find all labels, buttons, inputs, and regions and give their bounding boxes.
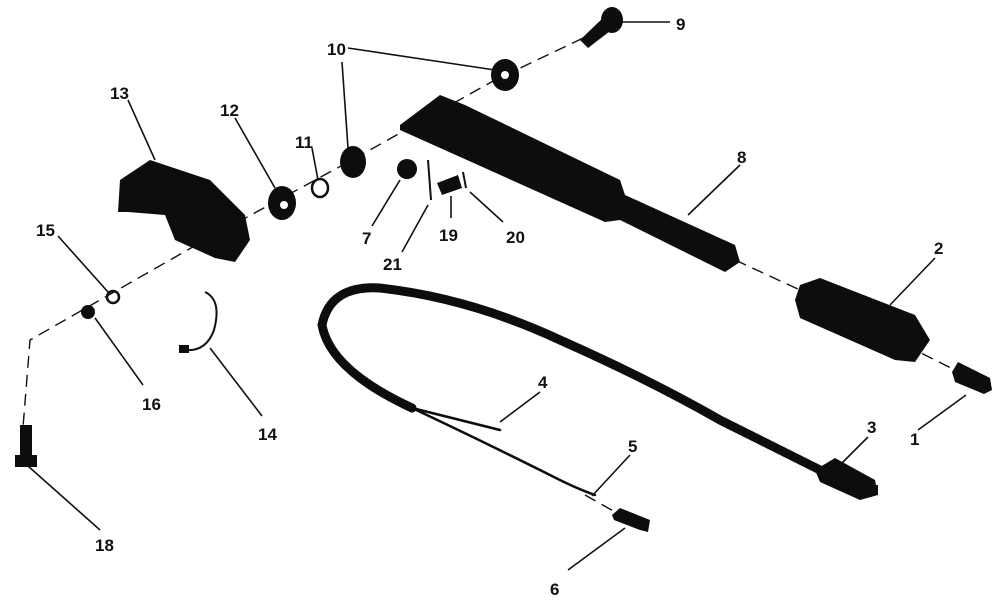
callout-8: 8 [737, 148, 746, 167]
callout-18: 18 [95, 536, 114, 555]
part-4-cable-assembly [317, 283, 825, 497]
callout-14: 14 [258, 425, 277, 444]
part-14-wire [179, 291, 218, 353]
assembly-axis-lines [21, 29, 956, 513]
callout-labels: 9 10 13 12 11 8 15 7 19 20 2 21 4 16 3 1… [36, 15, 943, 599]
part-13-handle-housing [118, 160, 250, 262]
part-18-screw [15, 425, 37, 467]
part-21-pin [427, 159, 432, 201]
part-11-o-ring [310, 177, 330, 199]
part-20-spring-pin [462, 171, 467, 189]
part-16-ball [81, 305, 95, 319]
callout-19: 19 [439, 226, 458, 245]
callout-21: 21 [383, 255, 402, 274]
part-8-wand-housing [400, 95, 740, 272]
callout-6: 6 [550, 580, 559, 599]
callout-5: 5 [628, 437, 637, 456]
part-3-connector [815, 458, 878, 500]
leader-lines [27, 21, 967, 571]
callout-7: 7 [362, 229, 371, 248]
callout-12: 12 [220, 101, 239, 120]
part-7-ball [397, 159, 417, 179]
callout-13: 13 [110, 84, 129, 103]
part-1-end-cap [952, 362, 992, 394]
part-12-washer [268, 186, 296, 220]
callout-2: 2 [934, 239, 943, 258]
callout-15: 15 [36, 221, 55, 240]
part-6-plug [612, 508, 650, 532]
callout-9: 9 [676, 15, 685, 34]
part-10-washer-upper [491, 59, 519, 91]
callout-4: 4 [538, 373, 548, 392]
callout-3: 3 [867, 418, 876, 437]
part-9-screw [580, 7, 623, 48]
callout-11: 11 [295, 133, 313, 152]
callout-16: 16 [142, 395, 161, 414]
callout-20: 20 [506, 228, 525, 247]
callout-10: 10 [327, 40, 346, 59]
part-15-o-ring [105, 289, 121, 305]
part-19-clip [437, 175, 462, 195]
part-2-grip [795, 278, 930, 362]
part-10-washer-lower [340, 146, 366, 178]
callout-1: 1 [910, 430, 919, 449]
